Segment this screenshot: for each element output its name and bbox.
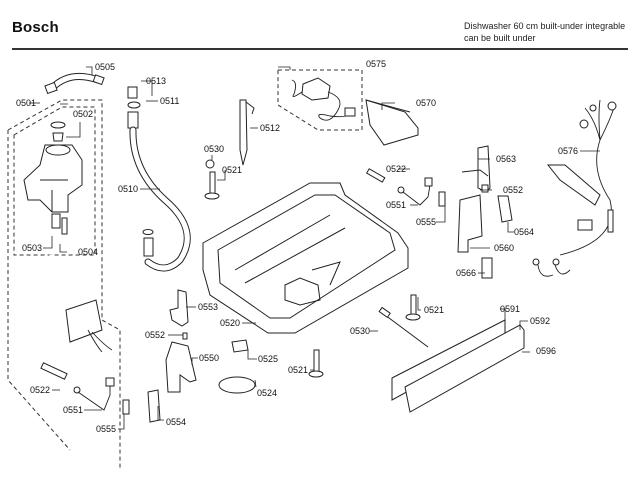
brand-title: Bosch — [12, 19, 59, 36]
group-outline-0501 — [7, 99, 121, 470]
screw-0521-bottom — [308, 349, 324, 378]
screw-0521-top — [204, 171, 220, 200]
seal-0502 — [50, 121, 66, 129]
label-0554: 0554 — [166, 417, 186, 427]
part-0566 — [481, 257, 493, 279]
drain-hose-0510 — [127, 86, 191, 272]
label-0524: 0524 — [257, 388, 277, 398]
part-0564 — [497, 195, 513, 223]
label-0576: 0576 — [558, 146, 578, 156]
wire-harness-0576 — [532, 99, 617, 277]
label-0555-left: 0555 — [96, 424, 116, 434]
bracket-0553 — [169, 289, 189, 327]
label-0522-center: 0522 — [386, 164, 406, 174]
label-0521-bottom: 0521 — [288, 365, 308, 375]
label-0550: 0550 — [199, 353, 219, 363]
label-0521-right: 0521 — [424, 305, 444, 315]
label-0521-top: 0521 — [222, 165, 242, 175]
label-0560: 0560 — [494, 243, 514, 253]
label-0551-left: 0551 — [63, 405, 83, 415]
label-0513: 0513 — [146, 76, 166, 86]
inlet-hose-0505 — [44, 72, 105, 95]
cable-protector-0522-left — [40, 362, 68, 380]
cable-protector-0522-center — [366, 168, 386, 183]
subtitle-line-2: can be built under — [464, 33, 536, 43]
label-0563: 0563 — [496, 154, 516, 164]
label-0555-center: 0555 — [416, 217, 436, 227]
label-0525: 0525 — [258, 354, 278, 364]
label-0564: 0564 — [514, 227, 534, 237]
clip-0552-left — [182, 332, 188, 340]
filter-0502 — [52, 132, 64, 142]
group-outline-0502 — [13, 106, 96, 256]
label-0591: 0591 — [500, 304, 520, 314]
label-0512: 0512 — [260, 123, 280, 133]
base-tub-0520 — [202, 182, 409, 334]
part-labels: 0505 0513 0511 0575 0570 0501 0502 0512 … — [16, 59, 578, 434]
label-0552-left: 0552 — [145, 330, 165, 340]
clip-0552-right — [481, 184, 489, 193]
label-0502: 0502 — [73, 109, 93, 119]
label-0522-left: 0522 — [30, 385, 50, 395]
part-0525 — [231, 339, 249, 353]
part-0512 — [239, 99, 248, 166]
label-0520: 0520 — [220, 318, 240, 328]
label-0592: 0592 — [530, 316, 550, 326]
aqua-stop-valve — [23, 144, 83, 235]
disc-0524 — [218, 376, 256, 394]
label-0501: 0501 — [16, 98, 36, 108]
bracket-0550 — [165, 341, 197, 393]
label-0504: 0504 — [78, 247, 98, 257]
nut-0530 — [205, 159, 215, 169]
label-0553: 0553 — [198, 302, 218, 312]
subtitle-line-1: Dishwasher 60 cm built-under integrable — [464, 21, 626, 31]
label-0551-center: 0551 — [386, 200, 406, 210]
leader-lines — [29, 66, 600, 430]
label-0552-right: 0552 — [503, 185, 523, 195]
label-0596: 0596 — [536, 346, 556, 356]
label-0510: 0510 — [118, 184, 138, 194]
label-0503: 0503 — [22, 243, 42, 253]
label-0505: 0505 — [95, 62, 115, 72]
cable-0551-center — [397, 177, 433, 206]
model-subtitle: Dishwasher 60 cm built-under integrable … — [464, 20, 625, 44]
label-0575: 0575 — [366, 59, 386, 69]
group-outline-0575 — [277, 69, 363, 131]
label-0570: 0570 — [416, 98, 436, 108]
cable-0551-left — [73, 377, 115, 411]
label-0530-top: 0530 — [204, 144, 224, 154]
label-0530-bottom: 0530 — [350, 326, 370, 336]
control-module-0570 — [365, 99, 419, 146]
flow-meter-block — [65, 299, 103, 343]
screw-0521-right — [405, 294, 421, 321]
plinth-0591-0592 — [391, 319, 525, 413]
label-0566: 0566 — [456, 268, 476, 278]
switch-0555-left — [122, 399, 130, 415]
rod-0530 — [384, 314, 429, 348]
sensor-0575 — [291, 77, 356, 121]
bracket-0560 — [457, 194, 483, 253]
label-0511: 0511 — [160, 96, 179, 106]
switch-0555-center — [438, 191, 446, 207]
header-divider — [12, 48, 628, 50]
